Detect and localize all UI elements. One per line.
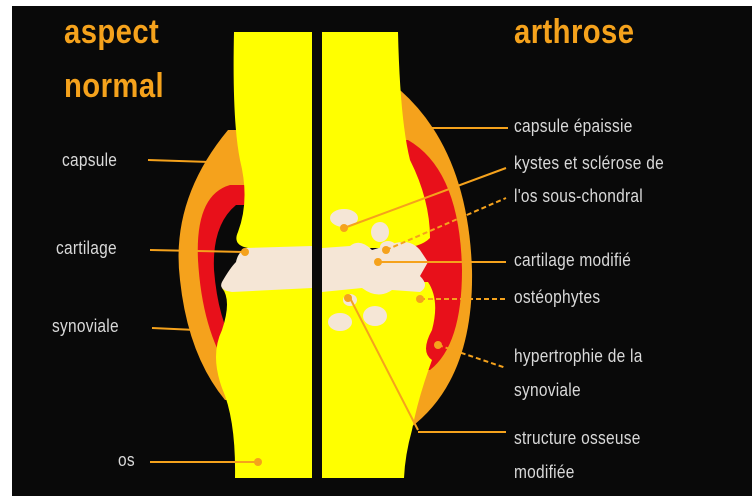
title-arthrose: arthrose bbox=[514, 12, 634, 52]
leader-dot bbox=[434, 341, 442, 349]
label-osteophytes: ostéophytes bbox=[514, 287, 600, 307]
cyst bbox=[371, 222, 389, 242]
label-hypertrophie-line2: synoviale bbox=[514, 380, 581, 400]
cyst bbox=[328, 313, 352, 331]
leader-dot bbox=[340, 224, 348, 232]
leader-dot bbox=[382, 246, 390, 254]
label-hypertrophie-line1: hypertrophie de la bbox=[514, 346, 643, 366]
label-capsule: capsule bbox=[62, 150, 117, 170]
leader-dot bbox=[254, 458, 262, 466]
label-kystes-line1: kystes et sclérose de bbox=[514, 153, 664, 173]
label-capsule-epaissie: capsule épaissie bbox=[514, 116, 633, 136]
normal-upper-bone bbox=[234, 32, 312, 248]
label-kystes-line2: l'os sous-chondral bbox=[514, 186, 643, 206]
arthrosis-cartilage bbox=[322, 242, 428, 295]
label-structure-line2: modifiée bbox=[514, 462, 575, 482]
normal-lower-bone bbox=[216, 288, 312, 478]
label-cartilage-modifie: cartilage modifié bbox=[514, 250, 631, 270]
title-normal: normal bbox=[64, 66, 164, 106]
label-structure-line1: structure osseuse bbox=[514, 428, 641, 448]
cyst bbox=[363, 306, 387, 326]
leader-dot bbox=[374, 258, 382, 266]
label-synoviale: synoviale bbox=[52, 316, 119, 336]
leader-dot bbox=[416, 295, 424, 303]
label-os: os bbox=[118, 450, 135, 470]
title-aspect: aspect bbox=[64, 12, 159, 52]
label-cartilage: cartilage bbox=[56, 238, 117, 258]
leader-capsule bbox=[148, 160, 210, 162]
leader-dot bbox=[241, 248, 249, 256]
